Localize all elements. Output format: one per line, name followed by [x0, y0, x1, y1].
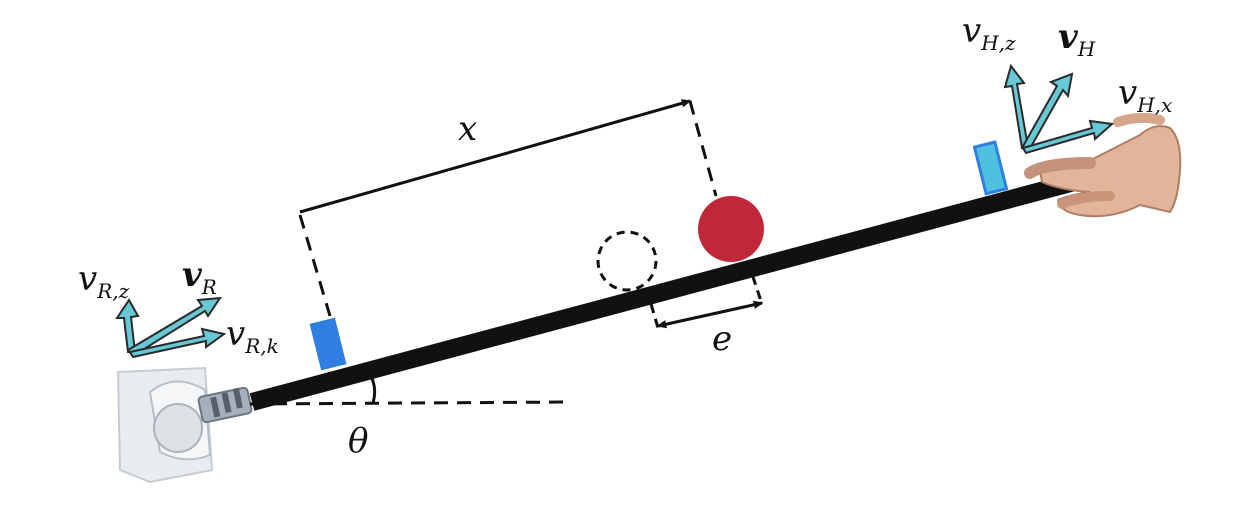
- robot-arm-icon: [116, 366, 253, 484]
- v-r-k-sub: R,k: [244, 334, 279, 358]
- robot-velocity-arrows: [115, 296, 227, 359]
- x-dimension-left-leg: [298, 214, 332, 317]
- human-marker: [972, 140, 1009, 196]
- v-r-z-main: v: [78, 259, 97, 299]
- reference-ball-position: [596, 230, 658, 292]
- v-h-sub: H: [1077, 37, 1096, 61]
- beam: [249, 168, 1096, 411]
- v-h-main: v: [1058, 17, 1079, 57]
- v-h-label: vH: [1058, 17, 1096, 61]
- v-r-k-main: v: [226, 314, 245, 354]
- v-h-x-main: v: [1118, 73, 1137, 113]
- v-r-z-label: vR,z: [78, 259, 130, 303]
- e-left-leg: [645, 289, 660, 329]
- v-h-z-sub: H,z: [980, 31, 1016, 55]
- x-dimension-right-leg: [688, 100, 718, 197]
- human-velocity-arrows: [1003, 63, 1115, 155]
- v-h-z-label: vH,z: [962, 11, 1016, 55]
- e-right-leg: [746, 261, 764, 305]
- x-dimension-line: [299, 99, 692, 214]
- theta-arc: [366, 370, 377, 404]
- theta-label: θ: [348, 421, 368, 461]
- v-r-label: vR: [182, 255, 217, 299]
- e-dimension-line: [656, 300, 764, 329]
- hand-icon: [1024, 112, 1182, 218]
- robot-marker: [309, 317, 347, 371]
- ball: [698, 196, 764, 262]
- v-r-k-label: vR,k: [226, 314, 279, 358]
- v-r-main: v: [182, 255, 203, 295]
- v-h-x-label: vH,x: [1118, 73, 1172, 117]
- x-label: x: [458, 109, 477, 149]
- v-h-z-main: v: [962, 11, 981, 51]
- v-r-z-sub: R,z: [96, 279, 129, 303]
- v-h-x-sub: H,x: [1136, 93, 1172, 117]
- horizontal-reference-line: [249, 400, 571, 406]
- v-r-sub: R: [201, 275, 217, 299]
- e-label: e: [712, 319, 732, 359]
